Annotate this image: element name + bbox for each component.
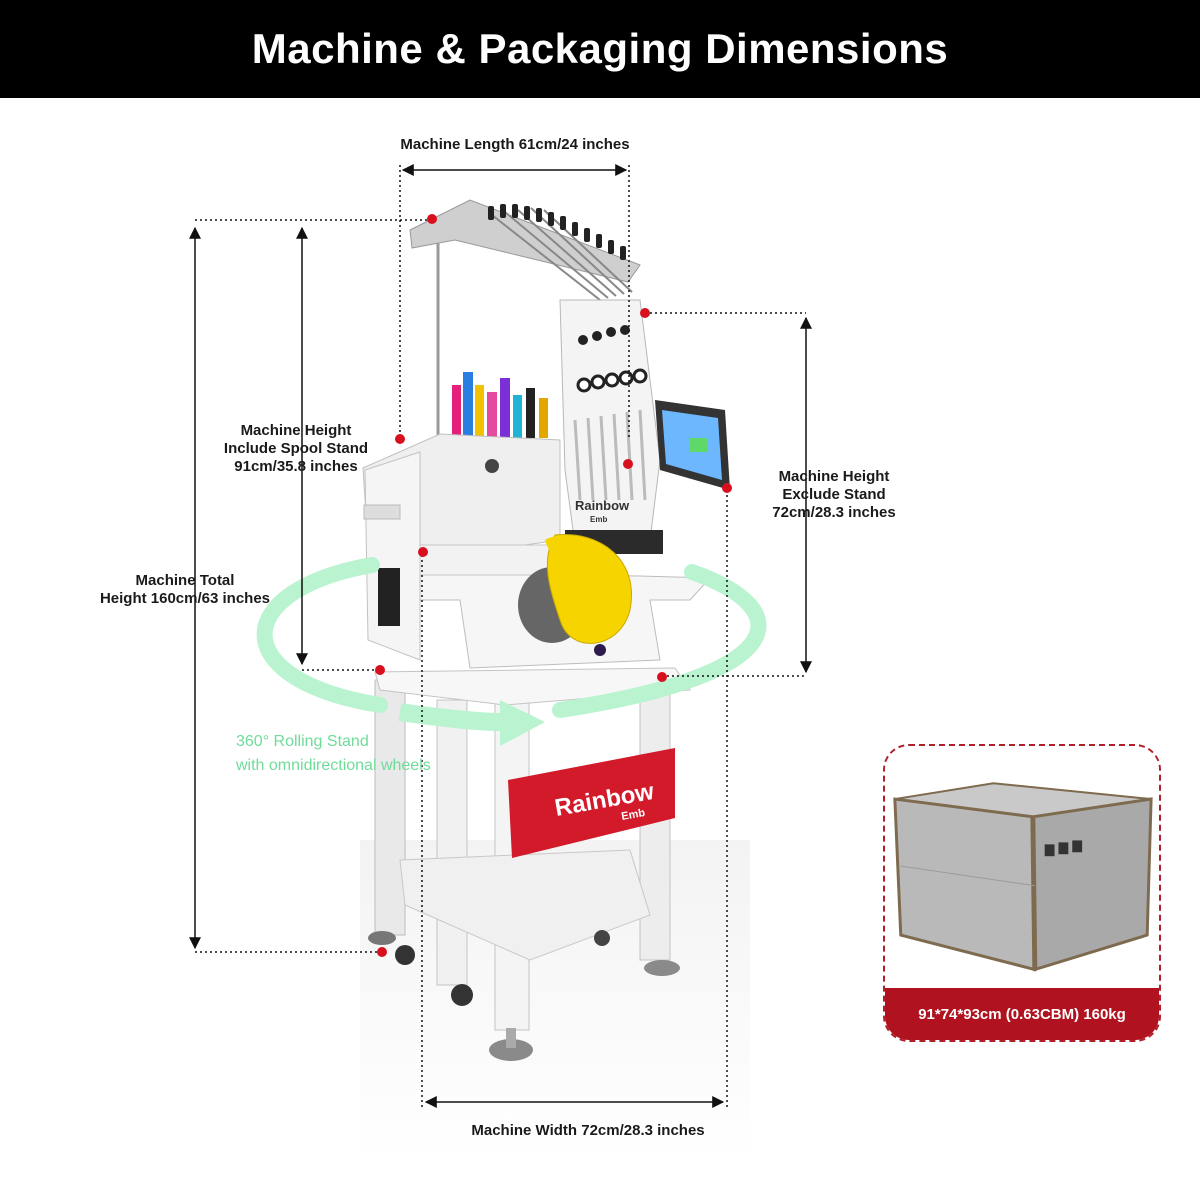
height-exclude-line-3: 72cm/28.3 inches: [772, 504, 896, 521]
thread-spools: [452, 372, 548, 438]
dimension-diagram: Rainbow Emb: [0, 98, 1200, 1200]
rotation-ring: [256, 557, 767, 746]
total-height-label: Machine Total Height 160cm/63 inches: [90, 572, 280, 608]
length-label: Machine Length 61cm/24 inches: [400, 136, 630, 153]
height-spool-label: Machine Height Include Spool Stand 91cm/…: [214, 422, 378, 476]
feature-line-2: with omnidirectional wheels: [236, 757, 431, 774]
wooden-crate-image: [885, 747, 1159, 993]
machine-illustration: Rainbow Emb: [189, 164, 812, 1160]
height-spool-line-1: Machine Height: [240, 422, 352, 439]
stand-brand-sub: Emb: [620, 807, 646, 823]
package-card: 91*74*93cm (0.63CBM) 160kg: [883, 744, 1161, 1042]
total-height-line-2: Height 160cm/63 inches: [99, 590, 271, 607]
rolling-stand-feature: 360° Rolling Stand with omnidirectional …: [236, 730, 431, 778]
height-spool-line-2: Include Spool Stand: [223, 440, 369, 457]
width-label: Machine Width 72cm/28.3 inches: [471, 1122, 705, 1139]
package-spec: 91*74*93cm (0.63CBM) 160kg: [885, 988, 1159, 1040]
control-panel-plate: [378, 568, 400, 626]
total-height-line-1: Machine Total: [135, 572, 235, 589]
height-exclude-label: Machine Height Exclude Stand 72cm/28.3 i…: [760, 468, 908, 522]
feature-line-1: 360° Rolling Stand: [236, 733, 369, 750]
measure-markers: [375, 214, 732, 957]
height-spool-line-3: 91cm/35.8 inches: [234, 458, 358, 475]
embroidery-machine: Rainbow Emb: [362, 199, 730, 669]
page-title: Machine & Packaging Dimensions: [0, 0, 1200, 98]
head-brand-sub: Emb: [590, 515, 607, 524]
head-brand-logo: Rainbow: [575, 498, 630, 513]
height-exclude-line-2: Exclude Stand: [782, 486, 886, 503]
dimension-lines: [189, 164, 812, 1108]
height-exclude-line-1: Machine Height: [778, 468, 890, 485]
rotation-arrow-icon: [500, 700, 545, 746]
